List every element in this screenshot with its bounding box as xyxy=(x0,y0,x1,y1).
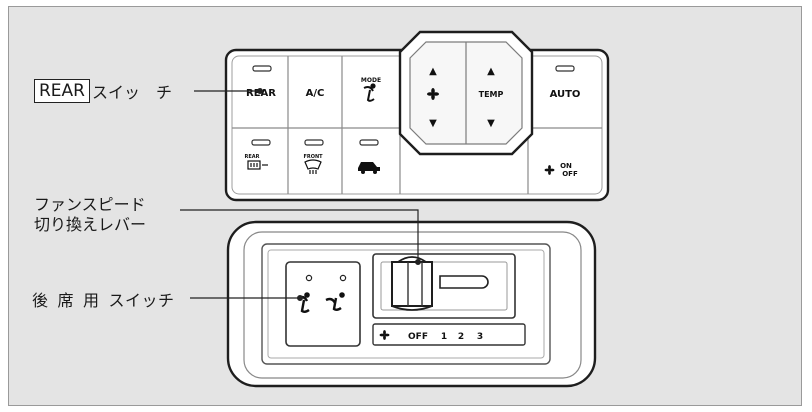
scale-speed-2: 2 xyxy=(458,332,464,342)
scale-fan-icon xyxy=(379,330,390,340)
scale-off-label: OFF xyxy=(408,332,428,342)
rear-switch-indicator-left xyxy=(305,274,313,282)
auto-button-label[interactable]: AUTO xyxy=(550,89,581,100)
lever-slot xyxy=(439,275,489,289)
rear-switch-boxed-label: REAR xyxy=(34,79,90,103)
rear-seat-label-word3: 用 xyxy=(83,291,100,310)
scale-speed-1: 1 xyxy=(441,332,447,342)
fan-lever-leader-dot xyxy=(415,259,422,266)
rear-seat-switch-leader-dot xyxy=(297,295,304,302)
fan-lever-leader xyxy=(180,209,419,260)
on-off-on-label[interactable]: ON xyxy=(560,162,572,170)
fan-lever-label-line1: ファンスピード xyxy=(34,195,146,214)
fan-speed-scale xyxy=(372,323,526,346)
fan-speed-lever[interactable] xyxy=(391,256,433,311)
rear-console: OFF 1 2 3 xyxy=(226,220,597,388)
leader-lines xyxy=(180,87,422,302)
ac-button-label[interactable]: A/C xyxy=(306,88,325,99)
rear-seat-label-word2: 席 xyxy=(57,291,75,310)
fan-lever-label-line2: 切り換えレバー xyxy=(34,215,147,234)
fan-icon xyxy=(427,88,439,100)
auto-indicator xyxy=(555,65,575,72)
small-fan-icon xyxy=(544,165,555,175)
fan-down-arrow[interactable]: ▼ xyxy=(429,118,437,129)
on-off-off-label[interactable]: OFF xyxy=(562,170,578,178)
temp-down-arrow[interactable]: ▼ xyxy=(487,118,495,129)
front-defroster-icon xyxy=(304,159,322,174)
rear-seat-switch-module xyxy=(285,261,361,347)
recirc-indicator xyxy=(359,139,379,146)
front-defog-label[interactable]: FRONT xyxy=(303,154,323,160)
rear-switch-leader-dot xyxy=(257,87,264,94)
fan-up-arrow[interactable]: ▲ xyxy=(429,66,437,77)
rear-switch-indicator-right xyxy=(339,274,347,282)
front-defog-indicator xyxy=(304,139,324,146)
mode-button-label[interactable]: MODE xyxy=(361,77,381,84)
scale-speed-3: 3 xyxy=(477,332,483,342)
air-mode-icon xyxy=(363,83,376,102)
rear-defog-label[interactable]: REAR xyxy=(245,154,260,160)
rear-defogger-icon xyxy=(247,160,268,170)
foot-vent-icon[interactable] xyxy=(325,292,345,311)
rear-switch-label-rest: スイッ チ xyxy=(92,83,173,102)
rear-seat-label-word4: スイッチ xyxy=(108,291,175,310)
temp-up-arrow[interactable]: ▲ xyxy=(487,66,495,77)
rear-defog-indicator xyxy=(251,139,271,146)
climate-control-panel: REAR A/C MODE ▲ ▼ ▲ TEMP ▼ AUTO REAR FRO… xyxy=(224,30,610,202)
recirculation-icon xyxy=(358,162,380,174)
rear-seat-switch-callout: 後席用スイッチ xyxy=(32,287,175,311)
fan-lever-callout: ファンスピード 切り換えレバー xyxy=(34,195,146,235)
rear-seat-label-word1: 後 xyxy=(32,291,49,310)
rear-indicator xyxy=(252,65,272,72)
temp-label: TEMP xyxy=(479,90,504,99)
